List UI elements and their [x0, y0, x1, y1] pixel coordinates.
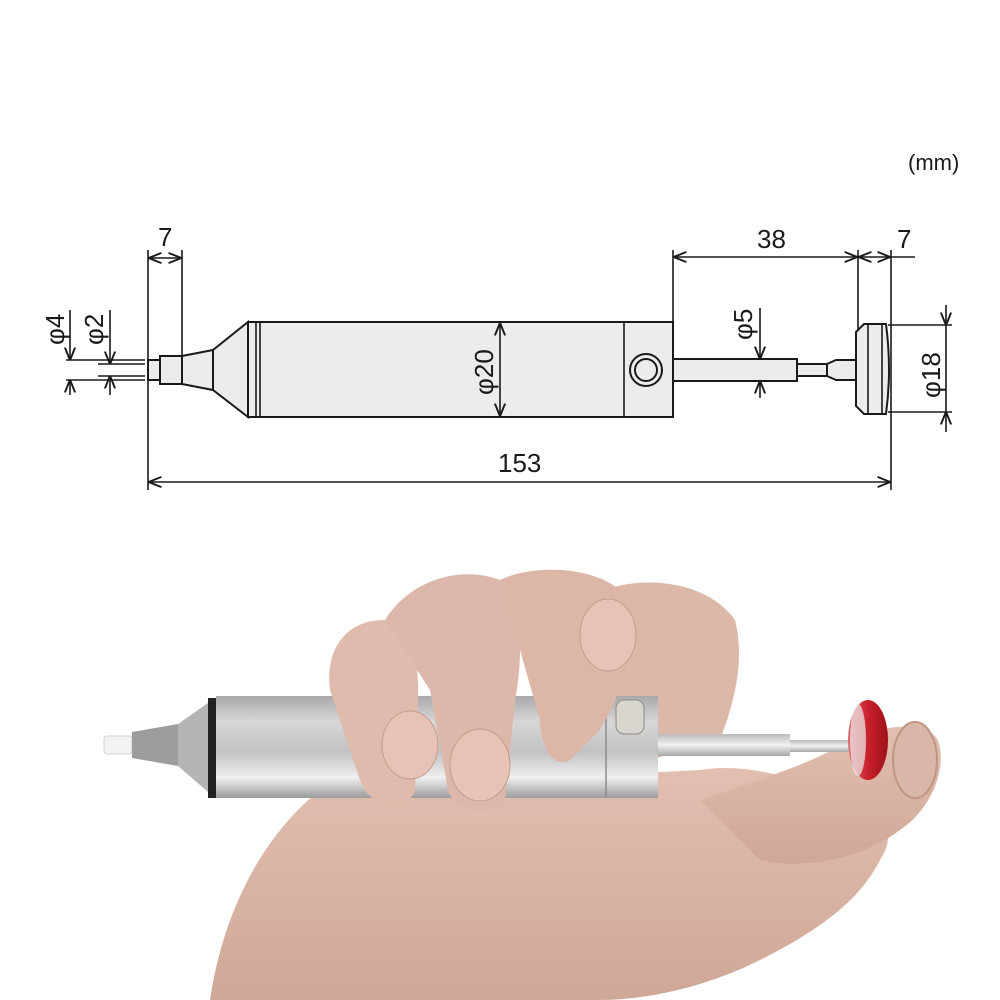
pump-outline	[147, 319, 890, 420]
svg-text:φ4: φ4	[40, 314, 70, 345]
dim-rod-diameter: φ5	[728, 308, 760, 398]
dim-plunger-travel: 38 7	[672, 224, 915, 490]
dim-body-diameter: φ20	[469, 324, 500, 415]
product-photo	[103, 569, 941, 1000]
svg-text:153: 153	[498, 448, 541, 478]
svg-text:φ5: φ5	[728, 309, 758, 340]
svg-text:7: 7	[158, 222, 172, 252]
fingers	[329, 569, 637, 813]
technical-drawing: (mm) 7	[40, 150, 959, 490]
dim-tip-length: 7	[147, 222, 183, 490]
dim-knob-diameter: φ18	[888, 305, 952, 432]
svg-text:7: 7	[897, 224, 911, 254]
svg-text:φ18: φ18	[916, 352, 946, 398]
svg-text:φ20: φ20	[469, 349, 499, 395]
unit-label: (mm)	[908, 150, 959, 175]
svg-text:φ2: φ2	[79, 314, 109, 345]
dim-overall-length: 153	[150, 448, 889, 482]
svg-text:38: 38	[757, 224, 786, 254]
dim-tip-diameters: φ4 φ2	[40, 310, 145, 395]
